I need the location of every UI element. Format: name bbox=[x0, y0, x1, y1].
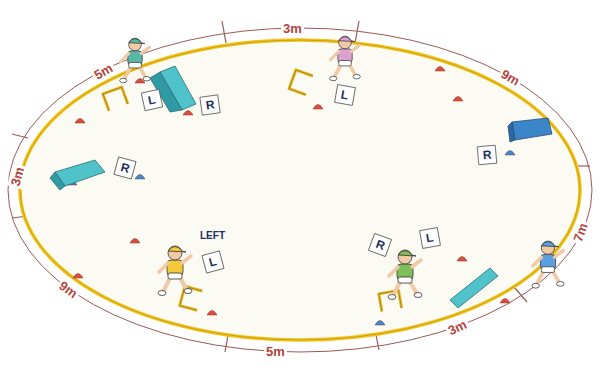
dimension-label: 3m bbox=[281, 21, 304, 36]
direction-card-letter: R bbox=[482, 149, 492, 162]
direction-cards bbox=[114, 85, 497, 273]
wedge-left bbox=[50, 160, 105, 190]
track-edge bbox=[20, 40, 580, 340]
running-track bbox=[20, 40, 580, 340]
callout-word: LEFT bbox=[200, 231, 225, 241]
hurdle bbox=[103, 87, 128, 111]
dimension-ticks bbox=[12, 21, 590, 352]
dimension-label: 5m bbox=[264, 344, 287, 359]
hurdle bbox=[379, 290, 402, 311]
marker-cones bbox=[67, 67, 545, 326]
dimension-line bbox=[8, 28, 592, 352]
child-figure bbox=[532, 241, 564, 288]
child-figure bbox=[388, 250, 422, 300]
log-bottom-right bbox=[450, 268, 498, 308]
child-figure bbox=[158, 246, 192, 296]
child-figure bbox=[120, 38, 151, 83]
box-right bbox=[508, 118, 552, 142]
child-figure bbox=[330, 36, 361, 81]
direction-card-letter: R bbox=[205, 98, 215, 111]
hurdle bbox=[289, 70, 313, 95]
dimension-label: 3m bbox=[444, 316, 471, 339]
